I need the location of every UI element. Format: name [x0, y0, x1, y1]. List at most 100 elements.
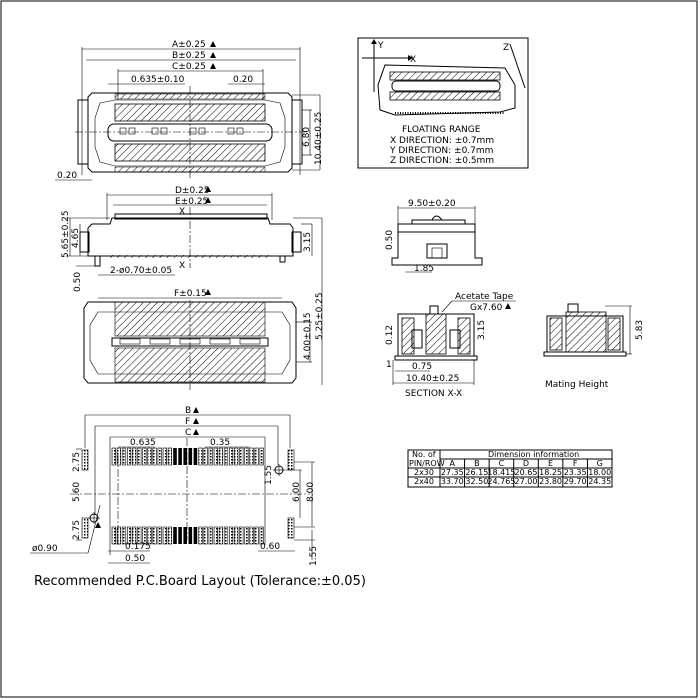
dim-e: E±0.25 [175, 197, 208, 207]
pad-row-top [111, 447, 264, 466]
pcb-pad [218, 526, 224, 545]
pcb-pad [223, 526, 229, 545]
dim-c: C±0.25 [172, 62, 206, 72]
pcb-side-top: 2.75 [72, 452, 82, 472]
pcb-pad-height-2: 1.55 [309, 546, 319, 566]
pcb-pad [132, 447, 137, 466]
pcb-pad [116, 526, 121, 545]
side-view: D±0.25 E±0.25 X X 5.65±0.25 4.65 3.15 2-… [61, 186, 325, 385]
pcb-pad [137, 526, 142, 545]
header-pin-row: PIN/ROW [409, 459, 445, 468]
pcb-pad [234, 526, 239, 545]
pcb-pad [249, 447, 254, 466]
pcb-pad [183, 527, 187, 544]
pcb-pad [178, 448, 182, 465]
tape-label: Acetate Tape [455, 292, 514, 302]
mating-height-dim: 5.83 [635, 320, 645, 340]
axis-y-label: Y [377, 41, 384, 51]
pcb-side-bottom: 2.75 [72, 520, 82, 540]
table-cell: 18.00 [588, 468, 611, 477]
pcb-dim-f: F [185, 417, 190, 427]
row-pins: 2x40 [414, 477, 434, 486]
pcb-pad [137, 447, 142, 466]
pcb-pad-width-2: 0.60 [260, 542, 280, 552]
pcb-pad [188, 448, 193, 465]
pcb-pad [229, 526, 234, 545]
pcb-pad [167, 447, 173, 466]
pcb-pad [116, 447, 121, 466]
pcb-pad [132, 526, 137, 545]
pcb-pad [183, 448, 187, 465]
pcb-pad [178, 527, 182, 544]
column-header: E [548, 459, 553, 468]
pcb-dim-c: C [185, 428, 191, 438]
dim-offset: 0.20 [57, 171, 77, 181]
column-header: G [597, 459, 603, 468]
table-cell: 27.35 [441, 468, 464, 477]
side-pad [287, 517, 295, 539]
pcb-pad [127, 447, 132, 466]
pcb-pad [254, 526, 259, 545]
pcb-pad [193, 448, 198, 465]
pcb-pad [111, 447, 116, 466]
end-view: 9.50±0.20 0.50 1.85 [385, 199, 483, 274]
pcb-pad [203, 447, 208, 466]
mating-caption: Mating Height [545, 380, 609, 390]
y-direction: Y DIRECTION: ±0.7mm [389, 146, 493, 156]
side-pad [81, 449, 89, 471]
row-pins: 2x30 [414, 468, 434, 477]
pcb-pad [239, 447, 244, 466]
side-pad [287, 449, 295, 471]
pcb-pad [249, 526, 254, 545]
pcb-pad-width: 0.35 [210, 438, 230, 448]
table-cell: 33.70 [441, 477, 464, 486]
pcb-outer: 8.00 [306, 482, 316, 502]
section-mark-bottom: X [179, 261, 185, 271]
table-title: Dimension information [488, 450, 579, 459]
section-mark-top: X [179, 207, 185, 217]
dim-post-diameter: 2-ø0.70±0.05 [110, 266, 172, 276]
dim-outer-height: 10.40±0.25 [314, 112, 324, 165]
header-no-of: No. of [412, 450, 436, 459]
pcb-hole-dia: ø0.90 [32, 544, 58, 554]
pcb-pad [173, 448, 177, 465]
pcb-pad [218, 447, 224, 466]
pcb-pad [157, 447, 162, 466]
dim-body-height: 4.65 [71, 228, 81, 248]
pcb-pad [259, 526, 264, 545]
dim-inner-height: 6.80 [302, 127, 312, 147]
pcb-center: 5.60 [72, 482, 82, 502]
pad-row-bottom [111, 526, 264, 545]
pcb-pad [147, 526, 152, 545]
dim-d: D±0.25 [175, 186, 210, 196]
pcb-pad [213, 447, 218, 466]
floating-range-title: FLOATING RANGE [402, 125, 481, 135]
dim-315: 3.15 [477, 320, 487, 340]
pcb-pad [162, 526, 167, 545]
pcb-pad [152, 447, 157, 466]
pcb-pad [223, 447, 229, 466]
top-view: A±0.25 B±0.25 C±0.25 0.635±0.10 0.20 6.8… [55, 40, 324, 181]
column-header: D [523, 459, 529, 468]
pcb-pad [167, 526, 173, 545]
table-cell: 23.80 [539, 477, 562, 486]
dim-012: 0.12 [385, 325, 395, 345]
pcb-pad-length: 1.55 [264, 465, 274, 485]
pcb-pad [127, 526, 132, 545]
table-cell: 26.15 [465, 468, 488, 477]
pcb-pad [152, 526, 157, 545]
pcb-dim-b: B [185, 406, 191, 416]
pcb-pad [244, 526, 249, 545]
dim-end-height: 0.50 [385, 230, 395, 250]
pcb-pad [198, 447, 203, 466]
table-cell: 29.70 [564, 477, 587, 486]
column-header: B [474, 459, 480, 468]
dim-right-height: 3.15 [303, 232, 313, 252]
dim-section-width: 10.40±0.25 [406, 374, 459, 384]
pcb-layout: B F C 0.635 0.35 2.75 5.60 2.75 1.55 6.0… [30, 406, 366, 589]
pcb-pad [193, 527, 198, 544]
